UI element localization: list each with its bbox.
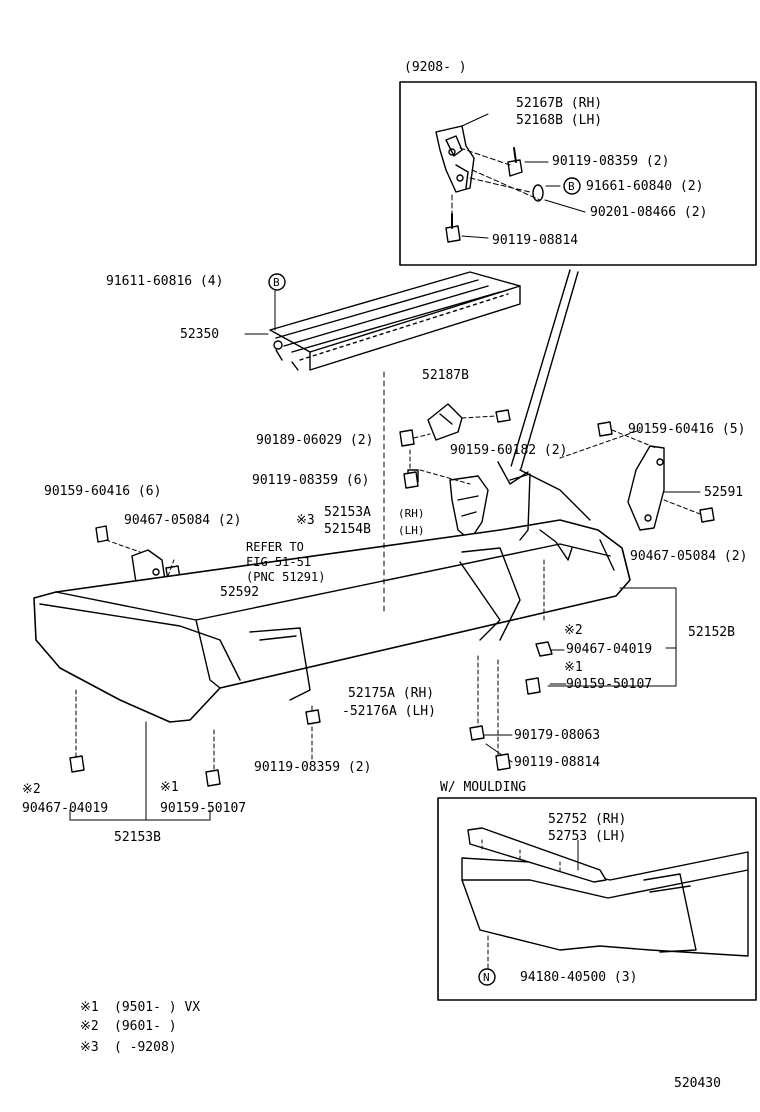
- figure-code: 520430: [674, 1076, 721, 1091]
- part-52187b: 52187B: [422, 368, 469, 383]
- part-52350: 52350: [180, 327, 220, 342]
- callout-b-circle-inset: [563, 177, 581, 195]
- part-90119-08359-2: 90119-08359 (2): [254, 760, 372, 775]
- footnote-1-mark: ※1: [80, 1000, 99, 1015]
- mark-1a: ※1: [564, 660, 583, 675]
- part-52175a: 52175A (RH): [348, 686, 435, 701]
- callout-n-circle: [478, 968, 496, 986]
- inset-frame-top: [399, 81, 757, 266]
- part-90467-04019-a: 90467-04019: [566, 642, 653, 657]
- footnote-2-mark: ※2: [80, 1019, 99, 1034]
- part-52167b: 52167B (RH): [516, 96, 603, 111]
- mark-1b: ※1: [160, 780, 179, 795]
- footnote-3-mark: ※3: [80, 1040, 99, 1055]
- part-91661-60840: 91661-60840 (2): [586, 179, 704, 194]
- part-52154b: 52154B: [324, 522, 371, 537]
- part-52153a: 52153A: [324, 505, 371, 520]
- part-94180-40500: 94180-40500 (3): [520, 970, 638, 985]
- part-90159-60182: 90159-60182 (2): [450, 443, 568, 458]
- part-90119-08359-6: 90119-08359 (6): [252, 473, 370, 488]
- callout-b-main: B: [273, 276, 280, 289]
- bracket-52187b: [399, 403, 511, 447]
- bracket-52153a: [407, 429, 641, 541]
- moulding-drawing: [461, 827, 749, 969]
- fasteners: [69, 471, 553, 787]
- part-52152b: 52152B: [688, 625, 735, 640]
- refer-line-1: REFER TO: [246, 540, 304, 554]
- mark-2b: ※2: [22, 782, 41, 797]
- bumper-body: [33, 469, 631, 723]
- part-90179-08063: 90179-08063: [514, 728, 601, 743]
- callout-n: N: [483, 971, 490, 984]
- moulding-inset-title: W/ MOULDING: [440, 780, 527, 795]
- part-90201-08466: 90201-08466 (2): [590, 205, 708, 220]
- part-52752: 52752 (RH): [548, 812, 627, 827]
- footnote-3-text: ( -9208): [114, 1040, 177, 1055]
- part-52753: 52753 (LH): [548, 829, 627, 844]
- part-52592: 52592: [220, 585, 260, 600]
- part-90159-60416-5: 90159-60416 (5): [628, 422, 746, 437]
- mark-3: ※3: [296, 513, 315, 528]
- part-90467-05084-a: 90467-05084 (2): [124, 513, 242, 528]
- part-90119-08814-inset: 90119-08814: [492, 233, 579, 248]
- part-90467-05084-b: 90467-05084 (2): [630, 549, 748, 564]
- part-90159-60416-6: 90159-60416 (6): [44, 484, 162, 499]
- footnote-2-text: (9601- ): [114, 1019, 177, 1034]
- mark-2a: ※2: [564, 623, 583, 638]
- callout-b-circle-main: [268, 273, 286, 291]
- part-90189-06029: 90189-06029 (2): [256, 433, 374, 448]
- part-90119-08814: 90119-08814: [514, 755, 601, 770]
- inset-bracket-drawing: [435, 113, 586, 243]
- refer-line-2: FIG 51-51: [246, 555, 312, 569]
- part-52168b: 52168B (LH): [516, 113, 603, 128]
- callout-b-inset: B: [568, 180, 575, 193]
- side-rh: (RH): [398, 507, 425, 520]
- inset-frame-moulding: [437, 797, 757, 1001]
- side-lh: (LH): [398, 524, 425, 537]
- part-91611-60816: 91611-60816 (4): [106, 274, 224, 289]
- refer-line-3: (PNC 51291): [246, 570, 326, 584]
- footnote-1-text: (9501- ) VX: [114, 1000, 201, 1015]
- part-52153b: 52153B: [114, 830, 161, 845]
- bracket-52591: [597, 421, 715, 531]
- part-90159-50107-a: 90159-50107: [566, 677, 653, 692]
- inset-date-range: (9208- ): [404, 60, 467, 75]
- part-90467-04019-b: 90467-04019: [22, 801, 109, 816]
- part-52176a: -52176A (LH): [342, 704, 436, 719]
- reinforcement-52350: [244, 271, 521, 371]
- part-52591: 52591: [704, 485, 744, 500]
- part-90159-50107-b: 90159-50107: [160, 801, 247, 816]
- part-90119-08359-inset: 90119-08359 (2): [552, 154, 670, 169]
